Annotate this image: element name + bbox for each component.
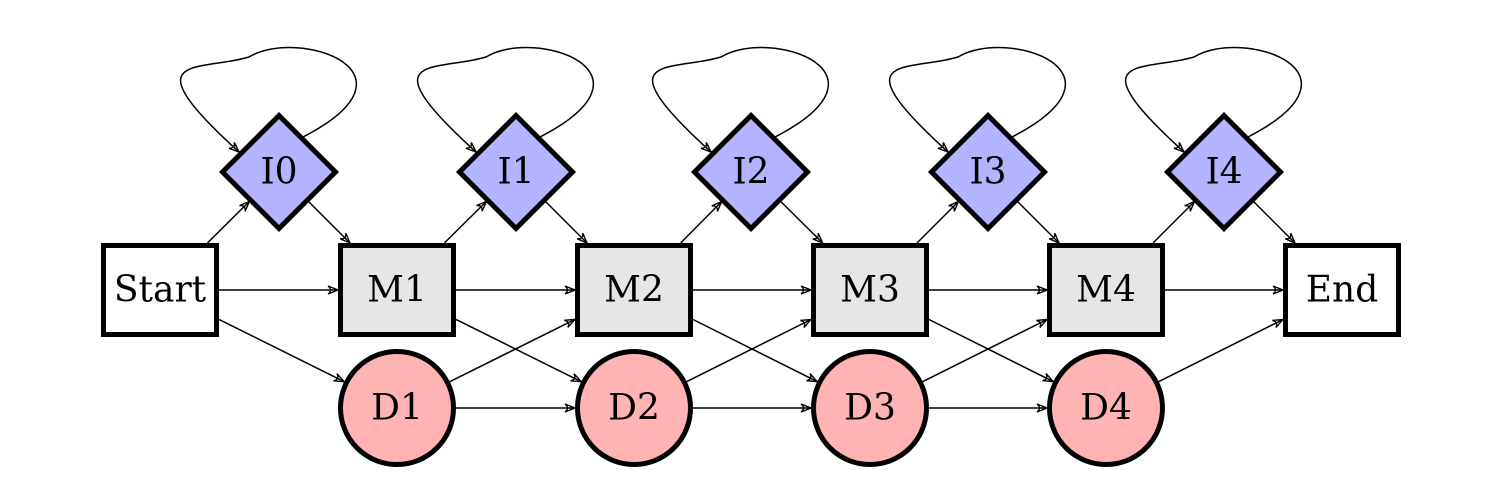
node-m1-label: M1 [367,270,427,311]
node-i1-label: I1 [497,152,534,193]
node-i0-shape [218,111,340,233]
node-end: End [1283,243,1401,337]
edge-i3-to-i3 [888,46,1067,152]
node-d2-shape [575,349,693,467]
edge-i0-to-i0 [179,46,358,152]
node-start: Start [101,243,219,337]
node-i0: I0 [218,111,340,233]
node-d3-shape [811,349,929,467]
node-d4-shape [1047,349,1165,467]
node-m3-shape [811,243,929,337]
node-i3: I3 [927,111,1049,233]
node-m2-shape [575,243,693,337]
edge-m2-to-i2 [680,202,722,244]
node-d3: D3 [811,349,929,467]
node-start-shape [101,243,219,337]
edge-m3-to-d4 [928,318,1053,382]
edge-m1-to-i1 [443,201,486,244]
edge-m4-to-i4 [1152,202,1195,244]
node-m4-shape [1047,243,1165,337]
node-m2: M2 [575,243,693,337]
edge-d4-to-end [1158,320,1283,383]
node-i0-label: I0 [260,152,297,193]
edge-i0-to-m1 [307,200,351,244]
node-m3: M3 [811,243,929,337]
edge-start-to-d1 [218,318,344,381]
edge-m2-to-d3 [692,318,817,382]
node-d3-label: D3 [844,388,896,429]
node-m3-label: M3 [840,270,900,311]
node-start-label: Start [114,270,207,311]
node-i1: I1 [455,111,577,233]
edge-m3-to-i3 [916,202,959,244]
node-d1-label: D1 [371,388,423,429]
node-d4: D4 [1047,349,1165,467]
node-d1: D1 [338,349,456,467]
node-i3-shape [927,111,1049,233]
node-d4-label: D4 [1080,388,1132,429]
node-m1: M1 [338,243,456,337]
edges-layer [179,46,1303,408]
node-i4-shape [1163,111,1285,233]
edge-start-to-i0 [206,201,249,244]
node-end-label: End [1306,270,1379,311]
node-m1-shape [338,243,456,337]
node-d1-shape [338,349,456,467]
edge-m1-to-d2 [455,318,581,381]
edge-d3-to-m4 [922,320,1047,383]
node-i4: I4 [1163,111,1285,233]
edge-i3-to-m4 [1016,200,1060,244]
edge-i2-to-i2 [651,46,830,152]
edge-i1-to-i1 [416,46,595,152]
node-m4-label: M4 [1076,270,1136,311]
node-end-shape [1283,243,1401,337]
edge-d1-to-m2 [449,319,575,383]
node-m2-label: M2 [604,270,664,311]
edge-i2-to-m3 [780,200,823,243]
node-i1-shape [455,111,577,233]
edge-i1-to-m2 [544,200,588,244]
node-i4-label: I4 [1205,152,1242,193]
node-i3-label: I3 [969,152,1006,193]
edge-d2-to-m3 [686,320,811,383]
edge-i4-to-i4 [1124,46,1303,152]
node-m4: M4 [1047,243,1165,337]
node-i2-shape [690,111,812,233]
node-d2: D2 [575,349,693,467]
node-d2-label: D2 [608,388,660,429]
node-i2-label: I2 [732,152,769,193]
node-i2: I2 [690,111,812,233]
edge-i4-to-end [1252,200,1296,244]
